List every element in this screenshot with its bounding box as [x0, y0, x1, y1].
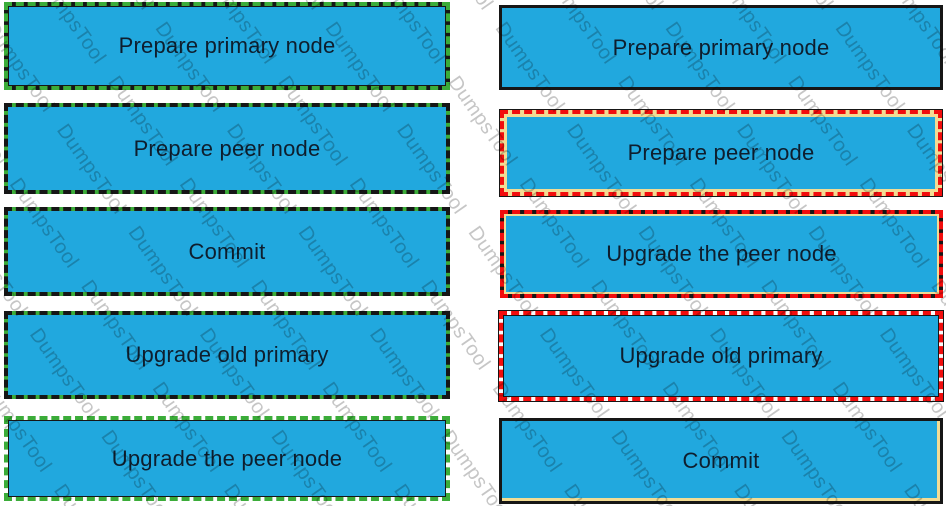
- box-label: Prepare primary node: [118, 33, 336, 58]
- right-box-upgrade-the-peer-node[interactable]: Upgrade the peer node: [500, 210, 943, 298]
- left-box-upgrade-the-peer-node[interactable]: Upgrade the peer node: [4, 416, 450, 501]
- left-box-prepare-primary-node[interactable]: Prepare primary node: [4, 2, 450, 90]
- right-box-prepare-primary-node[interactable]: Prepare primary node: [499, 5, 943, 90]
- box-label: Upgrade old primary: [125, 342, 329, 367]
- right-box-commit[interactable]: Commit: [499, 418, 943, 504]
- box-label: Upgrade the peer node: [606, 241, 837, 266]
- box-label: Commit: [682, 448, 760, 473]
- left-box-upgrade-old-primary[interactable]: Upgrade old primary: [4, 311, 450, 399]
- box-label: Prepare peer node: [627, 140, 815, 165]
- left-box-prepare-peer-node[interactable]: Prepare peer node: [4, 103, 450, 194]
- box-label: Upgrade the peer node: [111, 445, 343, 471]
- right-box-prepare-peer-node[interactable]: Prepare peer node: [500, 110, 942, 196]
- box-label: Prepare primary node: [612, 34, 830, 60]
- box-label: Upgrade old primary: [619, 343, 823, 368]
- box-label: Commit: [188, 238, 266, 264]
- left-box-commit[interactable]: Commit: [4, 207, 450, 296]
- right-box-upgrade-old-primary[interactable]: Upgrade old primary: [499, 311, 943, 401]
- box-label: Prepare peer node: [133, 135, 321, 161]
